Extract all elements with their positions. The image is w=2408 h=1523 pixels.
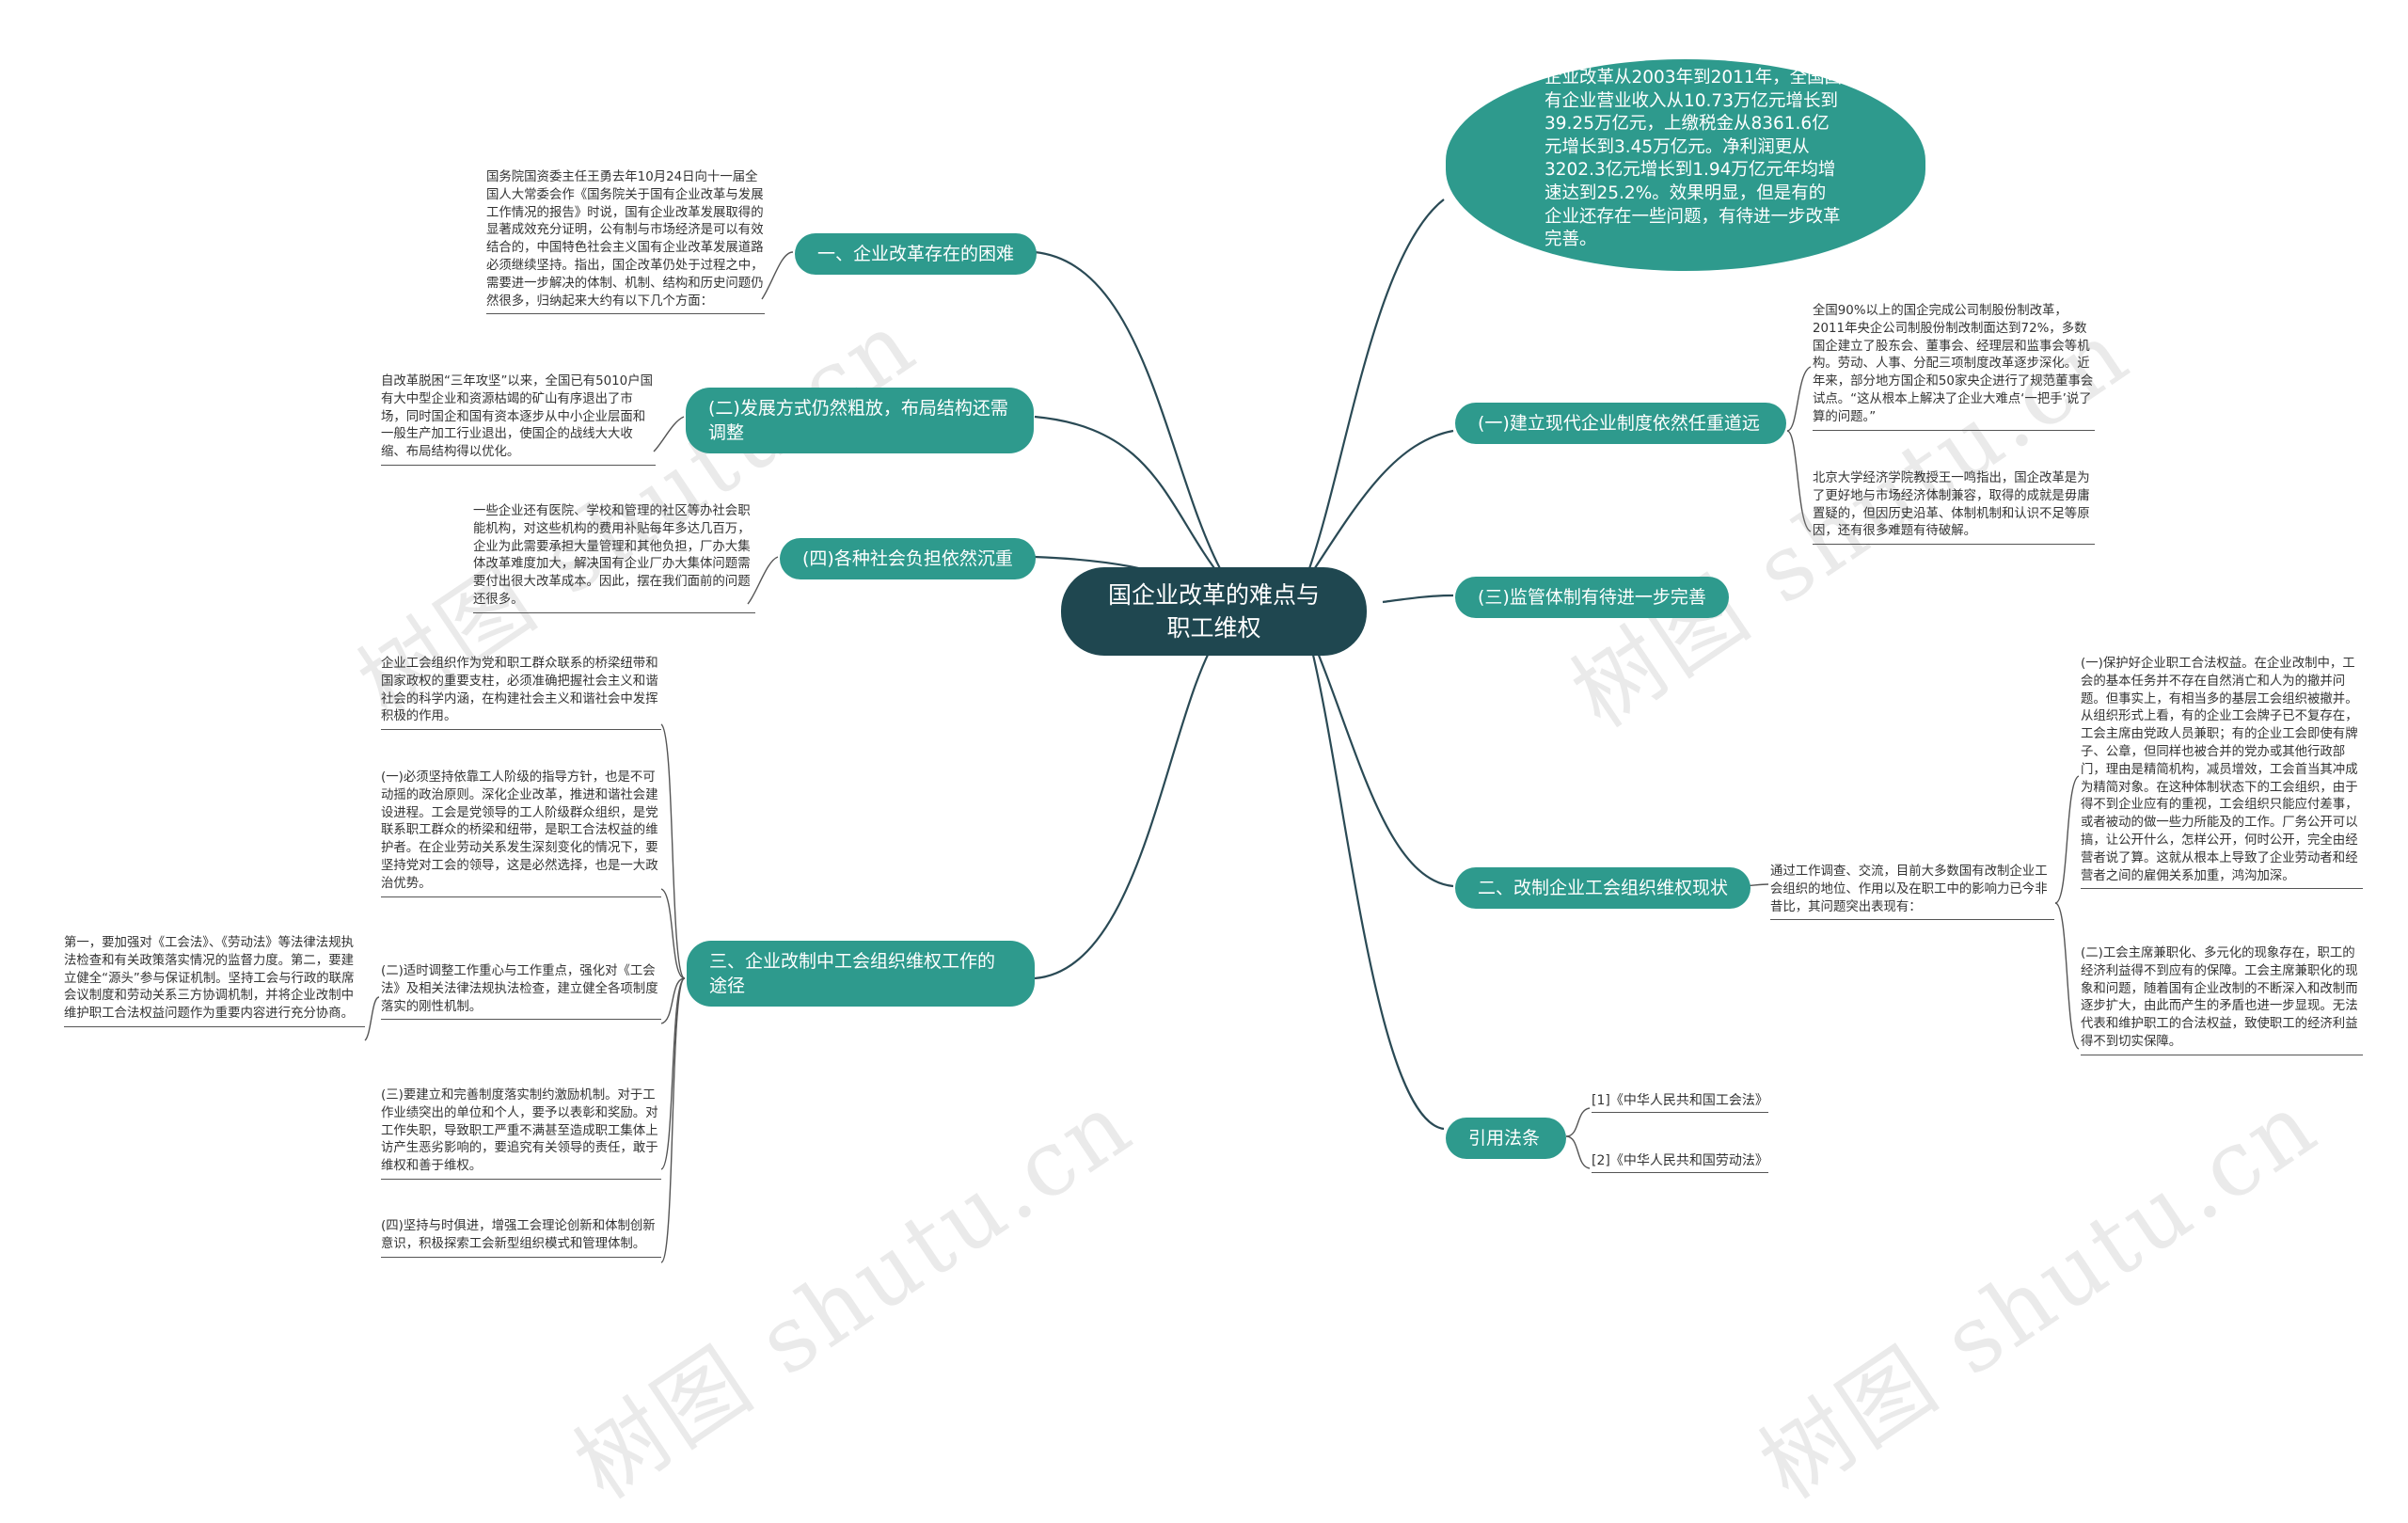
branch-union-rights-approach[interactable]: 三、企业改制中工会组织维权工作的途径 xyxy=(687,941,1035,1007)
link-root-left-2 xyxy=(1034,415,1224,580)
detail-union-role: 企业工会组织作为党和职工群众联系的桥梁纽带和国家政权的重要支柱，必须准确把握社会… xyxy=(381,656,661,731)
root-topic[interactable]: 国企业改革的难点与职工维权 xyxy=(1061,567,1367,656)
detail-union-principle-3: (三)要建立和完善制度落实制约激励机制。对于工作业绩突出的单位和个人，要予以表彰… xyxy=(381,1087,661,1180)
detail-union-status-2: (二)工会主席兼职化、多元化的现象存在，职工的经济利益得不到应有的保障。工会主席… xyxy=(2081,945,2363,1055)
branch-supervision-system[interactable]: (三)监管体制有待进一步完善 xyxy=(1455,577,1729,618)
link-root-right-1 xyxy=(1307,429,1454,580)
branch-union-status[interactable]: 二、改制企业工会组织维权现状 xyxy=(1455,867,1751,909)
link-root-right-3 xyxy=(1382,594,1454,604)
link-root-right-cite xyxy=(1306,631,1445,1131)
detail-union-principle-2: (二)适时调整工作重心与工作重点，强化对《工会法》及相关法律法规执法检查，建立健… xyxy=(381,963,661,1021)
detail-development-mode: 自改革脱困“三年攻坚”以来，全国已有5010户国有大中型企业和资源枯竭的矿山有序… xyxy=(381,373,656,466)
detail-social-burden: 一些企业还有医院、学校和管理的社区等办社会职能机构，对这些机构的费用补贴每年多达… xyxy=(473,503,755,613)
detail-union-status-1: (一)保护好企业职工合法权益。在企业改制中，工会的基本任务并不存在自然消亡和人为… xyxy=(2081,656,2363,890)
intro-union-status: 通过工作调查、交流，目前大多数国有改制企业工会组织的地位、作用以及在职工中的影响… xyxy=(1770,864,2054,921)
detail-reform-difficulties: 国务院国资委主任王勇去年10月24日向十一届全国人大常委会作《国务院关于国有企业… xyxy=(486,169,765,315)
connector-lines xyxy=(364,198,2080,1263)
link-root-left-4 xyxy=(1034,627,1224,980)
branch-social-burden[interactable]: (四)各种社会负担依然沉重 xyxy=(780,538,1036,579)
detail-union-principle-4: (四)坚持与时俱进，增强工会理论创新和体制创新意识，积极探索工会新型组织模式和管… xyxy=(381,1218,661,1258)
detail-union-principle-1: (一)必须坚持依靠工人阶级的指导方针，也是不可动摇的政治原则。深化企业改革，推进… xyxy=(381,769,661,897)
subdetail-law-enforcement: 第一，要加强对《工会法》、《劳动法》等法律法规执法检查和有关政策落实情况的监督力… xyxy=(64,935,365,1027)
link-root-right-bubble xyxy=(1306,198,1445,575)
link-root-right-2 xyxy=(1306,627,1454,888)
branch-cited-laws[interactable]: 引用法条 xyxy=(1446,1118,1566,1159)
branch-reform-difficulties[interactable]: 一、企业改革存在的困难 xyxy=(795,233,1038,275)
branch-development-mode[interactable]: (二)发展方式仍然粗放，布局结构还需调整 xyxy=(686,388,1034,453)
detail-modern-enterprise-1: 全国90%以上的国企完成公司制股份制改革，2011年央企公司制股份制改制面达到7… xyxy=(1813,303,2095,431)
cite-labor-law[interactable]: [2]《中华人民共和国劳动法》 xyxy=(1592,1151,1768,1173)
link-root-left-1 xyxy=(1034,250,1224,575)
branch-modern-enterprise-system[interactable]: (一)建立现代企业制度依然任重道远 xyxy=(1455,403,1786,444)
cite-trade-union-law[interactable]: [1]《中华人民共和国工会法》 xyxy=(1592,1091,1768,1113)
detail-modern-enterprise-2: 北京大学经济学院教授王一鸣指出，国企改革是为了更好地与市场经济体制兼容，取得的成… xyxy=(1813,470,2095,546)
bubble-reform-results[interactable]: 企业改革从2003年到2011年，全国国有企业营业收入从10.73万亿元增长到3… xyxy=(1446,59,1925,271)
